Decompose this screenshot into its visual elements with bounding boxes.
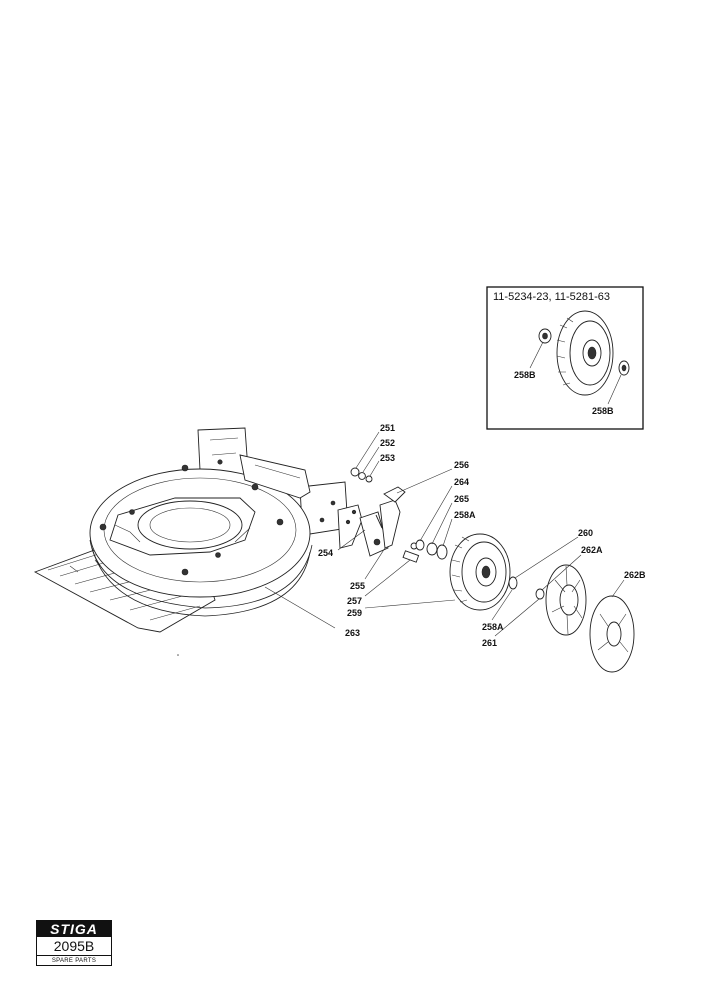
callout-257: 257	[347, 596, 362, 606]
callout-254: 254	[318, 548, 333, 558]
hub-covers-drawing	[545, 564, 635, 673]
callout-262b: 262B	[624, 570, 646, 580]
callout-262a: 262A	[581, 545, 603, 555]
callout-265: 265	[454, 494, 469, 504]
callout-264: 264	[454, 477, 469, 487]
inset-panel: 11-5234-23, 11-5281-63 258B 258B	[486, 286, 644, 430]
inset-label-258b-left: 258B	[514, 370, 536, 380]
stiga-logo: STIGA	[37, 921, 111, 937]
callout-255: 255	[350, 581, 365, 591]
callout-261: 261	[482, 638, 497, 648]
inset-label-258b-right: 258B	[592, 406, 614, 416]
callout-259: 259	[347, 608, 362, 618]
callout-258a-top: 258A	[454, 510, 476, 520]
diagram-code: 2095B	[37, 937, 111, 956]
callout-253: 253	[380, 453, 395, 463]
spare-parts-caption: SPARE PARTS	[51, 958, 97, 964]
callout-252: 252	[380, 438, 395, 448]
inset-title: 11-5234-23, 11-5281-63	[493, 291, 610, 303]
callout-263: 263	[345, 628, 360, 638]
callout-258a-bottom: 258A	[482, 622, 504, 632]
wheel-drawing	[415, 533, 545, 611]
callout-labels: 251 252 253 256 264 265 258A 254 255 257…	[318, 423, 646, 648]
height-adjuster-drawing	[359, 486, 420, 563]
brand-block: STIGA 2095B SPARE PARTS	[36, 920, 112, 966]
small-washers-drawing	[350, 467, 373, 483]
callout-260: 260	[578, 528, 593, 538]
callout-251: 251	[380, 423, 395, 433]
mower-deck-drawing	[33, 427, 363, 633]
leader-lines	[264, 431, 625, 637]
callout-256: 256	[454, 460, 469, 470]
